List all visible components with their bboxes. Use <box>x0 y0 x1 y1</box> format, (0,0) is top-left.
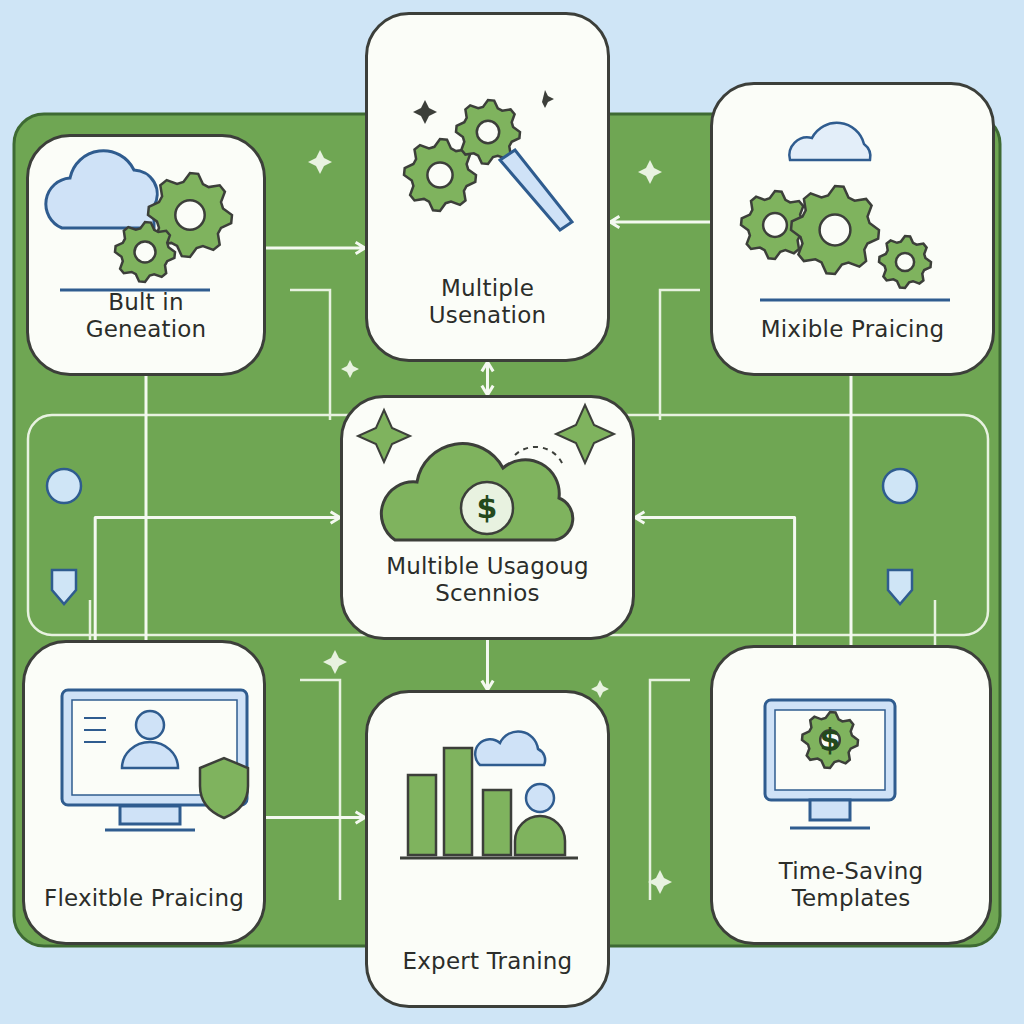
gear-shape <box>115 222 175 282</box>
connector-arrow <box>610 216 710 227</box>
gear-shape <box>802 712 858 768</box>
gear-shape <box>791 186 879 274</box>
gear-hole <box>175 200 204 229</box>
cloud-gears-icon <box>46 151 232 290</box>
node-label: Multible Usagoug Scennios <box>361 553 614 607</box>
gear-hole <box>896 253 914 271</box>
gear-hole <box>820 215 851 246</box>
decor-lines <box>28 290 988 900</box>
node-label: Multiple Usenation <box>386 275 589 329</box>
gear-hole <box>477 121 499 143</box>
money-cloud-icon <box>358 405 614 540</box>
node-label: Expert Traning <box>403 948 573 975</box>
connector-arrow <box>635 512 795 645</box>
currency-sign: $ <box>477 493 498 523</box>
connector-arrow <box>850 376 853 645</box>
gear-hole <box>763 213 787 237</box>
currency-sign: $ <box>820 725 841 755</box>
gears-pen-icon <box>404 90 572 230</box>
monitor-coin-icon <box>765 700 895 828</box>
node-label: Flexitble Praicing <box>44 885 244 912</box>
gear-shape <box>879 236 931 288</box>
monitor-person-icon <box>62 690 248 830</box>
connector-arrow <box>482 640 493 690</box>
bar-chart-icon <box>400 731 578 858</box>
rounded-box: Multiple Usenation <box>365 12 610 362</box>
gear-hole <box>427 162 452 187</box>
cloud-gears-icon <box>741 123 950 300</box>
connector-arrow <box>266 242 365 253</box>
node-label: Mixible Praicing <box>761 316 945 343</box>
connector-arrow <box>482 362 493 395</box>
node-label: Bult in Geneation <box>47 289 245 343</box>
gear-hole <box>135 242 156 263</box>
connector-arrow <box>145 376 148 640</box>
node-label: Time-Saving Templates <box>731 858 971 912</box>
connector-arrow <box>95 512 340 640</box>
connector-arrow <box>266 812 365 823</box>
